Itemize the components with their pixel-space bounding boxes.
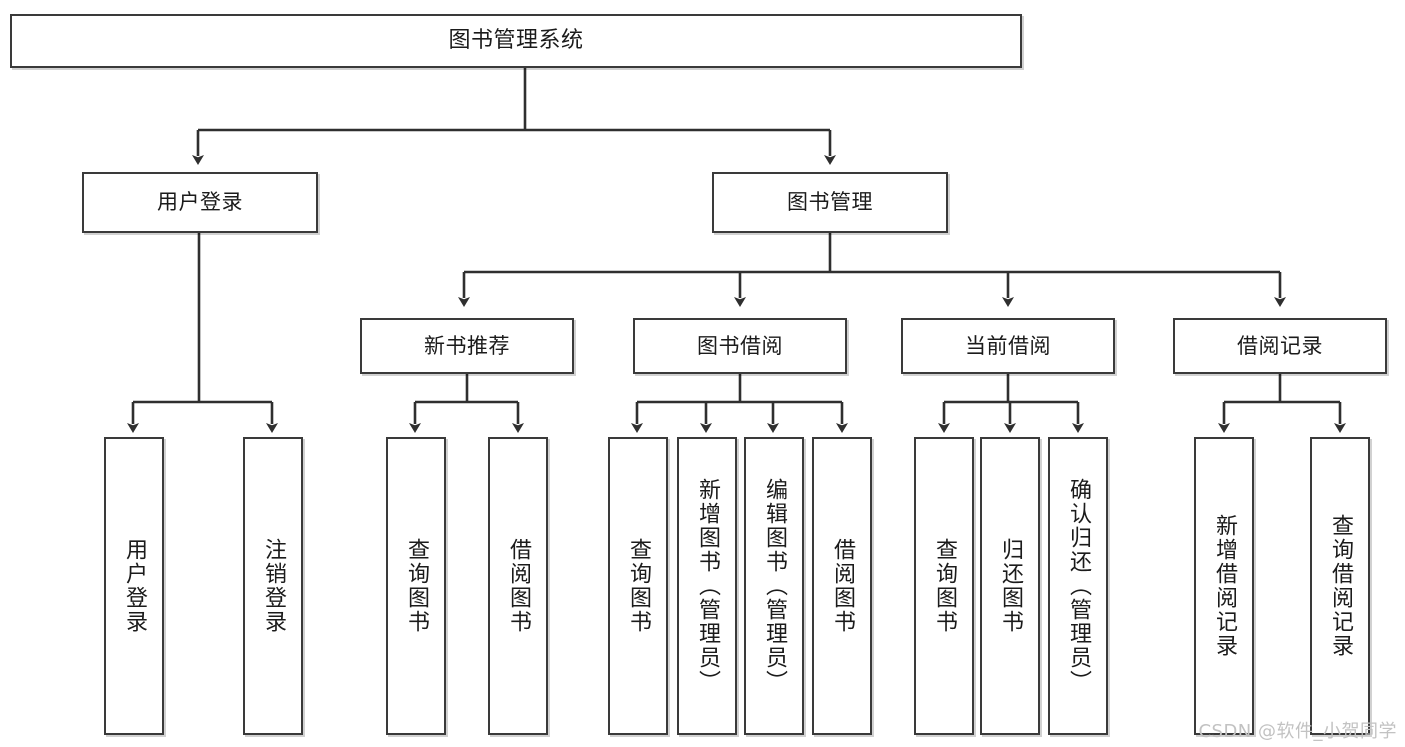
node-label: 查询图书 [932,538,957,634]
node-label: 图书借阅 [697,333,783,358]
node-label: 图书管理系统 [448,28,584,54]
node-label: 借阅记录 [1237,333,1323,358]
node-label: 用户登录 [122,538,147,634]
leaf-query-borrow-record[interactable]: 查询借阅记录 [1310,437,1370,735]
node-book-management-system[interactable]: 图书管理系统 [10,14,1022,68]
node-label: 查询图书 [626,538,651,634]
node-current-borrow[interactable]: 当前借阅 [901,318,1115,374]
node-label: 用户登录 [157,190,243,215]
leaf-add-book-admin[interactable]: 新增图书（管理员） [677,437,737,735]
node-label: 新增借阅记录 [1212,514,1237,658]
leaf-add-borrow-record[interactable]: 新增借阅记录 [1194,437,1254,735]
node-label: 当前借阅 [965,333,1051,358]
node-label: 新书推荐 [424,333,510,358]
node-book-management[interactable]: 图书管理 [712,172,948,233]
node-label: 查询借阅记录 [1328,514,1353,658]
node-label: 查询图书 [404,538,429,634]
leaf-confirm-return-admin[interactable]: 确认归还（管理员） [1048,437,1108,735]
leaf-edit-book-admin[interactable]: 编辑图书（管理员） [744,437,804,735]
node-label: 借阅图书 [506,538,531,634]
leaf-query-book-new-recommend[interactable]: 查询图书 [386,437,446,735]
leaf-borrow-book-new-recommend[interactable]: 借阅图书 [488,437,548,735]
node-user-login[interactable]: 用户登录 [82,172,318,233]
csdn-watermark: CSDN @软件_小贺同学 [1198,721,1397,742]
node-label: 新增图书（管理员） [695,478,720,694]
node-label: 图书管理 [787,190,873,215]
leaf-user-login[interactable]: 用户登录 [104,437,164,735]
node-label: 确认归还（管理员） [1066,478,1091,694]
leaf-borrow-book[interactable]: 借阅图书 [812,437,872,735]
node-label: 注销登录 [261,538,286,634]
node-book-borrow[interactable]: 图书借阅 [633,318,847,374]
leaf-return-book[interactable]: 归还图书 [980,437,1040,735]
node-label: 编辑图书（管理员） [762,478,787,694]
node-new-book-recommend[interactable]: 新书推荐 [360,318,574,374]
node-borrow-record[interactable]: 借阅记录 [1173,318,1387,374]
leaf-query-book-current[interactable]: 查询图书 [914,437,974,735]
node-label: 归还图书 [998,538,1023,634]
leaf-logout-login[interactable]: 注销登录 [243,437,303,735]
node-label: 借阅图书 [830,538,855,634]
leaf-query-book-borrow[interactable]: 查询图书 [608,437,668,735]
